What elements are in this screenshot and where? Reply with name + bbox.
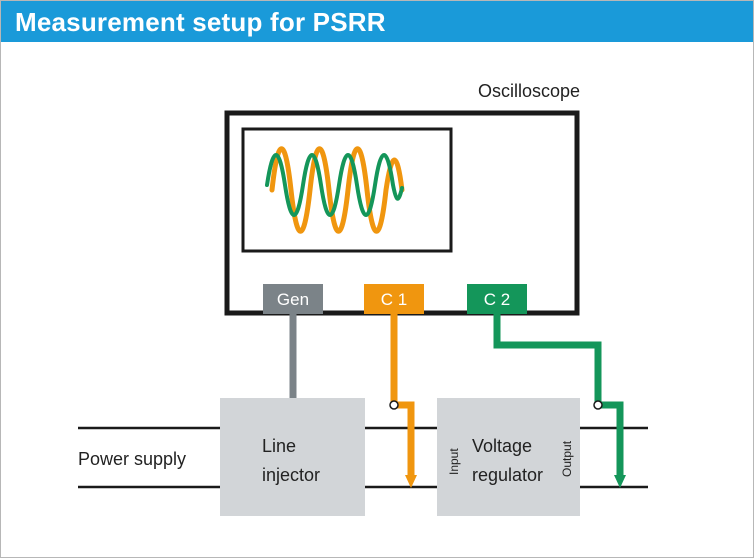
c1-probe-node xyxy=(389,400,399,410)
line-injector-label-2: injector xyxy=(262,465,320,485)
gen-port-label: Gen xyxy=(277,290,309,309)
line-injector-label-1: Line xyxy=(262,436,296,456)
orange-waveform xyxy=(269,146,405,234)
oscilloscope-screen xyxy=(241,127,453,253)
output-label: Output xyxy=(560,440,574,477)
power-supply-label: Power supply xyxy=(78,449,186,469)
c1-probe-tip xyxy=(405,475,417,488)
voltage-regulator-label-1: Voltage xyxy=(472,436,532,456)
c2-port xyxy=(467,284,527,314)
input-label: Input xyxy=(447,448,461,475)
c2-probe-tip xyxy=(614,475,626,488)
oscilloscope-label: Oscilloscope xyxy=(478,81,580,101)
line-injector-block xyxy=(220,398,365,516)
c2-port-label: C 2 xyxy=(484,290,510,309)
page-title: Measurement setup for PSRR xyxy=(15,7,386,37)
c1-probe-wire xyxy=(390,314,415,478)
c1-port-label: C 1 xyxy=(381,290,407,309)
c2-probe-wire xyxy=(493,314,624,478)
voltage-regulator-block xyxy=(437,398,580,516)
oscilloscope-body xyxy=(224,110,580,316)
gen-port xyxy=(263,284,323,314)
voltage-regulator-label-2: regulator xyxy=(472,465,543,485)
c1-port xyxy=(364,284,424,314)
green-waveform xyxy=(265,153,404,217)
c2-probe-node xyxy=(593,400,603,410)
header-bar: Measurement setup for PSRR xyxy=(1,1,753,42)
